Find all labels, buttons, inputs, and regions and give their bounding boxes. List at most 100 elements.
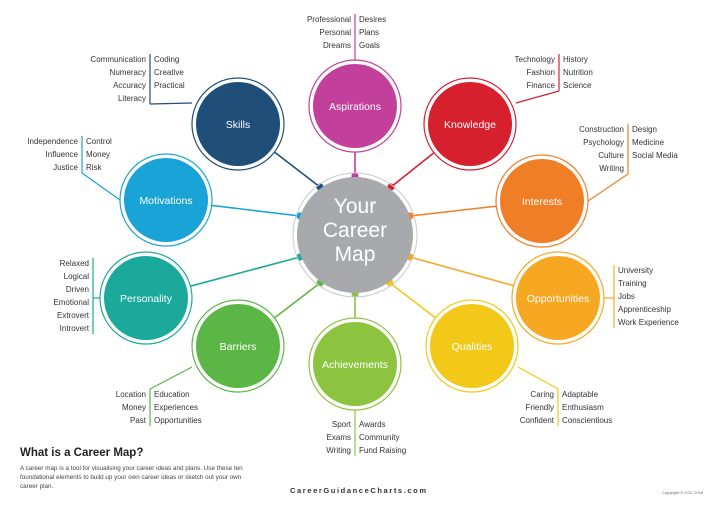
list-link-knowledge	[515, 90, 560, 104]
list-item-qualities-right: Enthusiasm	[562, 403, 604, 412]
node-motivations[interactable]	[124, 158, 208, 242]
list-item-interests-left: Construction	[579, 125, 624, 134]
list-link-interests	[587, 173, 629, 202]
list-link-qualities	[517, 366, 559, 390]
list-item-barriers-left: Location	[116, 390, 146, 399]
center-title-line: Map	[335, 243, 376, 266]
list-item-aspirations-left: Personal	[319, 28, 351, 37]
node-label-aspirations: Aspirations	[329, 101, 381, 113]
node-achievements[interactable]	[313, 322, 397, 406]
center-ring	[292, 172, 418, 298]
list-item-knowledge-left: Finance	[527, 81, 556, 90]
list-item-barriers-left: Past	[130, 416, 147, 425]
list-item-interests-right: Medicine	[632, 138, 665, 147]
list-item-aspirations-left: Professional	[307, 15, 351, 24]
connector-qualities	[389, 282, 440, 322]
list-link-barriers	[149, 366, 193, 390]
list-item-opportunities-right: University	[618, 266, 653, 275]
node-barriers[interactable]	[196, 304, 280, 388]
list-item-qualities-right: Adaptable	[562, 390, 599, 399]
list-item-barriers-right: Opportunities	[154, 416, 202, 425]
list-link-motivations	[81, 172, 121, 201]
brand-website[interactable]: CareerGuidanceCharts.com	[290, 486, 428, 495]
connector-motivations	[207, 204, 301, 217]
list-item-personality-left: Emotional	[53, 298, 89, 307]
list-item-motivations-right: Control	[86, 137, 112, 146]
node-label-qualities: Qualities	[452, 341, 493, 353]
list-item-skills-right: Creative	[154, 68, 184, 77]
center-title-line: Career	[323, 219, 387, 242]
list-item-motivations-left: Independence	[27, 137, 78, 146]
center-circle[interactable]	[297, 177, 413, 293]
list-item-achievements-right: Fund Raising	[359, 446, 406, 455]
node-label-barriers: Barriers	[220, 341, 257, 353]
list-item-interests-right: Social Media	[632, 151, 678, 160]
list-item-qualities-left: Confident	[520, 416, 555, 425]
list-item-achievements-left: Writing	[326, 446, 351, 455]
node-label-knowledge: Knowledge	[444, 119, 496, 131]
list-item-motivations-left: Justice	[53, 163, 78, 172]
connector-opportunities	[409, 256, 518, 288]
list-item-aspirations-left: Dreams	[323, 41, 351, 50]
list-item-skills-left: Numeracy	[110, 68, 146, 77]
list-item-achievements-right: Awards	[359, 420, 386, 429]
list-item-personality-left: Logical	[64, 272, 90, 281]
list-item-achievements-left: Exams	[327, 433, 351, 442]
node-knowledge[interactable]	[428, 82, 512, 166]
list-item-knowledge-right: Science	[563, 81, 592, 90]
list-link-skills	[149, 102, 193, 105]
node-label-skills: Skills	[226, 119, 251, 131]
center-title-line: Your	[334, 195, 376, 218]
list-item-knowledge-right: History	[563, 55, 588, 64]
copyright-notice: Copyright © CGC 2016	[662, 490, 704, 495]
list-item-aspirations-right: Plans	[359, 28, 379, 37]
node-label-motivations: Motivations	[139, 195, 192, 207]
list-item-opportunities-right: Work Experience	[618, 318, 679, 327]
list-item-skills-right: Practical	[154, 81, 185, 90]
list-item-skills-left: Accuracy	[113, 81, 146, 90]
list-item-opportunities-right: Training	[618, 279, 647, 288]
list-item-knowledge-left: Technology	[515, 55, 555, 64]
connector-personality	[186, 256, 301, 288]
list-item-motivations-right: Risk	[86, 163, 103, 172]
list-item-personality-left: Relaxed	[60, 259, 89, 268]
list-item-skills-left: Communication	[90, 55, 146, 64]
footer-description: A career map is a tool for visualising y…	[20, 465, 243, 490]
list-item-interests-left: Writing	[599, 164, 624, 173]
list-item-personality-left: Introvert	[60, 324, 90, 333]
list-item-motivations-right: Money	[86, 150, 110, 159]
node-label-personality: Personality	[120, 293, 173, 305]
node-qualities[interactable]	[430, 304, 514, 388]
list-item-barriers-right: Education	[154, 390, 190, 399]
list-item-interests-left: Culture	[598, 151, 624, 160]
node-aspirations[interactable]	[313, 64, 397, 148]
list-item-qualities-left: Caring	[530, 390, 554, 399]
connector-skills	[270, 148, 321, 188]
node-interests[interactable]	[500, 159, 584, 243]
list-item-skills-right: Coding	[154, 55, 179, 64]
node-opportunities[interactable]	[516, 256, 600, 340]
list-item-achievements-right: Community	[359, 433, 399, 442]
list-item-personality-left: Extrovert	[57, 311, 90, 320]
node-label-opportunities: Opportunities	[527, 293, 589, 305]
node-personality[interactable]	[104, 256, 188, 340]
list-item-motivations-left: Influence	[46, 150, 79, 159]
node-skills[interactable]	[196, 82, 280, 166]
list-item-personality-left: Driven	[66, 285, 89, 294]
connector-interests	[409, 204, 501, 217]
connector-barriers	[270, 282, 321, 322]
node-label-achievements: Achievements	[322, 359, 388, 371]
connector-knowledge	[390, 149, 438, 188]
node-label-interests: Interests	[522, 196, 562, 208]
list-item-knowledge-left: Fashion	[527, 68, 555, 77]
list-item-qualities-left: Friendly	[526, 403, 554, 412]
list-item-opportunities-right: Jobs	[618, 292, 635, 301]
list-item-opportunities-right: Apprenticeship	[618, 305, 671, 314]
list-item-knowledge-right: Nutrition	[563, 68, 593, 77]
list-item-skills-left: Literacy	[118, 94, 146, 103]
list-item-interests-left: Psychology	[583, 138, 624, 147]
list-item-aspirations-right: Desires	[359, 15, 386, 24]
list-item-achievements-left: Sport	[332, 420, 352, 429]
list-item-aspirations-right: Goals	[359, 41, 380, 50]
